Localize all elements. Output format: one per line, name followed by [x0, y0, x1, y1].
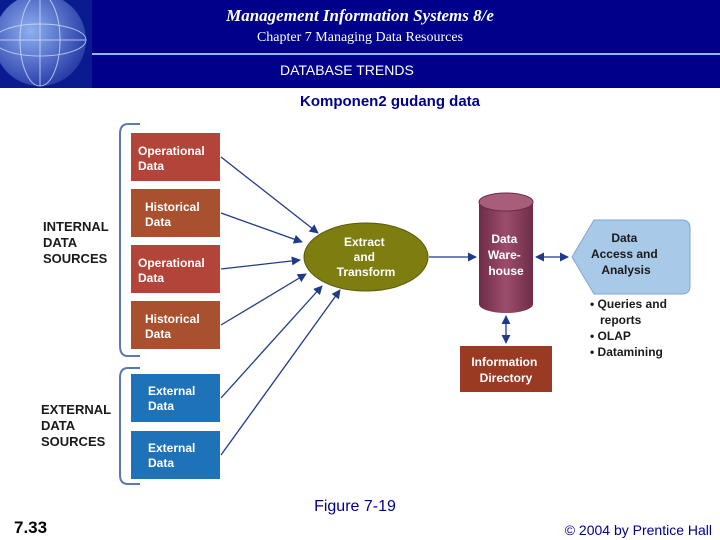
section-title: DATABASE TRENDS — [280, 62, 414, 78]
copyright-notice: © 2004 by Prentice Hall — [564, 522, 712, 538]
source-box-external-1: External Data — [131, 374, 220, 422]
svg-text:Historical Data: Historical Data — [145, 200, 203, 229]
globe-icon — [0, 0, 92, 88]
external-sources-label: EXTERNAL DATA SOURCES — [41, 402, 114, 449]
svg-text:Information Directory: Information Directory — [471, 355, 540, 385]
internal-bracket — [119, 123, 140, 357]
slide-subtitle: Komponen2 gudang data — [300, 93, 480, 110]
data-access-node: Data Access and Analysis — [571, 219, 691, 295]
header-bar: Management Information Systems 8/e Chapt… — [0, 0, 720, 88]
source-box-operational-1: Operational Data — [131, 133, 220, 181]
svg-text:External Data: External Data — [148, 384, 199, 413]
information-directory-box: Information Directory — [460, 346, 552, 392]
svg-text:Historical Data: Historical Data — [145, 312, 203, 341]
external-bracket — [119, 367, 140, 485]
source-box-historical-1: Historical Data — [131, 189, 220, 237]
svg-text:External Data: External Data — [148, 441, 199, 470]
svg-text:Extract and Transf: Extract and Transform — [337, 235, 396, 279]
svg-text:Data Access and An: Data Access and Analysis — [591, 231, 661, 277]
data-warehouse-diagram: INTERNAL DATA SOURCES EXTERNAL DATA SOUR… — [41, 123, 691, 485]
page-number: 7.33 — [14, 518, 48, 537]
data-warehouse-cylinder: Data Ware- house — [478, 192, 534, 313]
figure-caption: Figure 7-19 — [314, 498, 396, 515]
source-box-operational-2: Operational Data — [131, 245, 220, 293]
chapter-title: Chapter 7 Managing Data Resources — [256, 30, 464, 45]
source-arrows — [220, 156, 341, 456]
source-box-historical-2: Historical Data — [131, 301, 220, 349]
svg-text:Operational Data: Operational Data — [138, 144, 208, 173]
header-divider — [92, 53, 720, 55]
svg-text:Operational Data: Operational Data — [138, 256, 208, 285]
internal-sources-label: INTERNAL DATA SOURCES — [43, 219, 112, 266]
slide-main-title: Management Information Systems 8/e — [226, 6, 494, 25]
data-access-list: • Queries and reports • OLAP • Dataminin… — [590, 297, 670, 359]
svg-text:Data Ware- house: Data Ware- house — [488, 232, 524, 278]
extract-transform-node: Extract and Transform — [303, 222, 429, 292]
source-box-external-2: External Data — [131, 431, 220, 479]
